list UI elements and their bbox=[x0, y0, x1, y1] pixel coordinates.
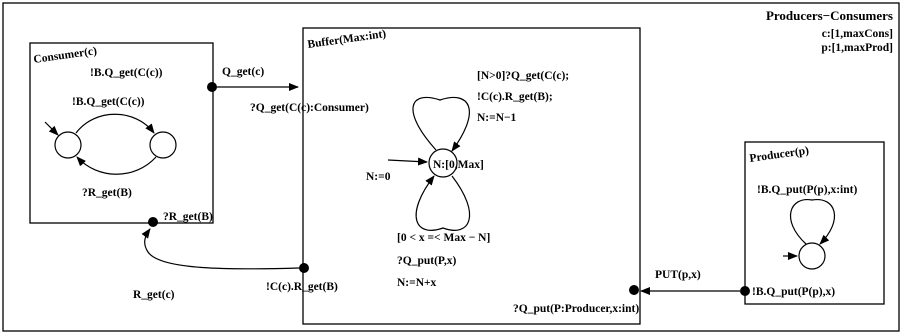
consumer-port-get-label: !B.Q_get(C(c)) bbox=[90, 67, 163, 79]
buffer-state-label: N:[0,Max] bbox=[433, 159, 484, 171]
consumer-transition-bottom-label: ?R_get(B) bbox=[82, 187, 132, 199]
producer-port-put bbox=[740, 286, 750, 296]
consumer-box bbox=[29, 42, 214, 224]
producer-state bbox=[798, 242, 826, 270]
producer-loop bbox=[789, 199, 836, 245]
buffer-port-qput bbox=[629, 285, 639, 295]
consumer-transition-top-label: !B.Q_get(C(c)) bbox=[72, 96, 145, 108]
consumer-port-get bbox=[207, 82, 217, 92]
buffer-port-qput-label: ?Q_put(P:Producer,x:int) bbox=[513, 303, 639, 315]
buffer-loop-top-line1: [N>0]?Q_get(C(c); bbox=[477, 70, 569, 82]
buffer-loop-bottom bbox=[415, 175, 471, 231]
producer-box bbox=[744, 141, 885, 305]
producer-title: Producer(p) bbox=[749, 145, 810, 165]
consumer-port-rget-label: ?R_get(B) bbox=[163, 211, 213, 223]
buffer-loop-bottom-line1: [0 < x =< Max − N] bbox=[397, 232, 490, 244]
link-q-get-label: Q_get(c) bbox=[222, 66, 264, 78]
consumer-state-idle bbox=[54, 131, 82, 159]
buffer-initial-arrow bbox=[387, 157, 428, 166]
consumer-title: Consumer(c) bbox=[33, 45, 98, 66]
consumer-state-waiting bbox=[149, 131, 177, 159]
buffer-loop-top-line2: !C(c).R_get(B); bbox=[477, 91, 553, 103]
buffer-port-rget-label: !C(c).R_get(B) bbox=[266, 281, 338, 293]
buffer-port-qget-label: ?Q_get(C(c):Consumer) bbox=[250, 102, 369, 114]
consumer-initial-arrow bbox=[44, 121, 59, 136]
param-producers: p:[1,maxProd] bbox=[821, 42, 893, 54]
diagram-title: Producers−Consumers bbox=[766, 8, 893, 23]
link-r-get bbox=[141, 228, 300, 270]
buffer-title: Buffer(Max:int) bbox=[307, 28, 387, 51]
link-put-label: PUT(p,x) bbox=[655, 269, 701, 281]
consumer-transition-rget bbox=[76, 156, 157, 175]
consumer-port-rget bbox=[148, 217, 158, 227]
buffer-loop-top bbox=[412, 96, 470, 152]
buffer-init-label: N:=0 bbox=[366, 171, 391, 183]
producer-loop-label: !B.Q_put(P(p),x:int) bbox=[757, 184, 857, 196]
buffer-loop-bottom-line3: N:=N+x bbox=[397, 277, 437, 289]
consumer-transition-get bbox=[75, 113, 155, 134]
buffer-state bbox=[428, 148, 458, 178]
buffer-loop-top-line3: N:=N−1 bbox=[477, 112, 517, 124]
link-r-get-label: R_get(c) bbox=[133, 289, 175, 301]
producer-port-put-label: !B.Q_put(P(p),x) bbox=[752, 286, 835, 298]
param-consumers: c:[1,maxCons] bbox=[822, 28, 893, 40]
outer-frame bbox=[2, 2, 900, 332]
buffer-box bbox=[302, 27, 641, 325]
buffer-loop-bottom-line2: ?Q_put(P,x) bbox=[397, 255, 456, 267]
buffer-port-rget bbox=[299, 263, 309, 273]
